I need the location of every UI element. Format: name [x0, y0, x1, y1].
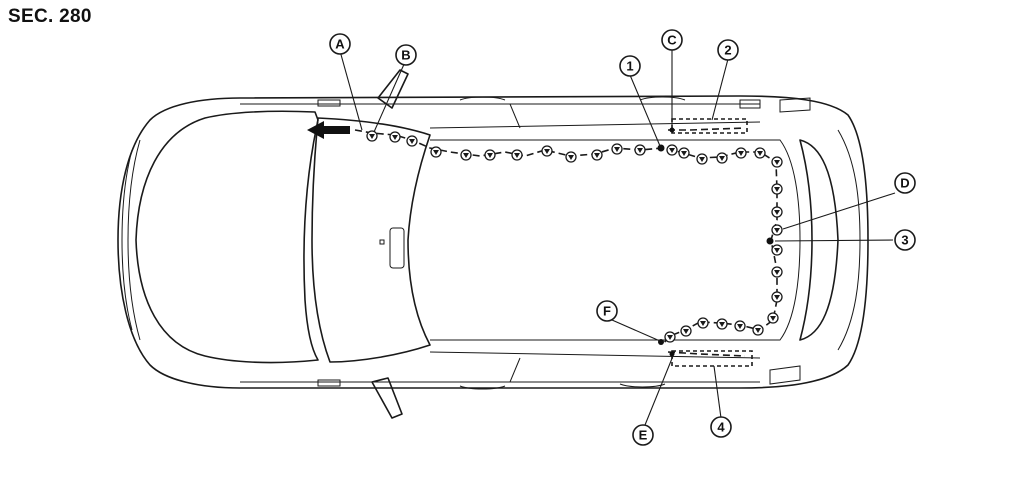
harness-clip-icon — [389, 131, 401, 143]
harness-clip-icon — [771, 266, 783, 278]
callout-e-label: E — [639, 428, 648, 443]
harness-clip-icon — [511, 149, 523, 161]
harness-clip-icon — [771, 206, 783, 218]
harness-clip-icon — [752, 324, 764, 336]
callout-2: 2 — [717, 39, 739, 61]
harness-clip-icon — [406, 135, 418, 147]
connector-point-1 — [657, 144, 665, 152]
component-2-box — [671, 118, 748, 134]
harness-clip-icon — [664, 331, 676, 343]
callout-4: 4 — [710, 416, 732, 438]
harness-clip-icon — [366, 130, 378, 142]
leader-lines — [339, 49, 896, 426]
callout-1: 1 — [619, 55, 641, 77]
callout-d: D — [894, 172, 916, 194]
callout-1-label: 1 — [626, 59, 633, 74]
callout-b-label: B — [401, 48, 410, 63]
callout-d-label: D — [900, 176, 909, 191]
connector-point-e — [669, 351, 675, 357]
callout-a: A — [329, 33, 351, 55]
harness-clip-icon — [430, 146, 442, 158]
harness-clip-icon — [735, 147, 747, 159]
callout-a-label: A — [335, 37, 345, 52]
callout-f-label: F — [603, 304, 611, 319]
connector-point-c — [669, 127, 675, 133]
callout-f: F — [596, 300, 618, 322]
callout-3-label: 3 — [901, 233, 908, 248]
callout-4-label: 4 — [717, 420, 725, 435]
connector-point-f — [658, 339, 664, 345]
callout-e: E — [632, 424, 654, 446]
harness-clip-icon — [460, 149, 472, 161]
harness-routing — [354, 127, 778, 357]
harness-clip-icon — [716, 152, 728, 164]
harness-clip-icon — [484, 149, 496, 161]
harness-clip-icon — [771, 244, 783, 256]
harness-clip-icon — [666, 144, 678, 156]
harness-clip-icon — [697, 317, 709, 329]
harness-clips — [366, 130, 783, 343]
vehicle-body — [117, 69, 869, 419]
harness-clip-icon — [771, 291, 783, 303]
harness-clip-icon — [696, 153, 708, 165]
section-title: SEC. 280 — [8, 6, 92, 27]
harness-clip-icon — [634, 144, 646, 156]
harness-clip-icon — [754, 147, 766, 159]
harness-clip-icon — [771, 156, 783, 168]
harness-clip-icon — [565, 151, 577, 163]
harness-clip-icon — [591, 149, 603, 161]
callout-c: C — [661, 29, 683, 51]
harness-clip-icon — [680, 325, 692, 337]
harness-clip-icon — [678, 147, 690, 159]
harness-clip-icon — [771, 183, 783, 195]
harness-clip-icon — [771, 224, 783, 236]
harness-clip-icon — [734, 320, 746, 332]
callout-b: B — [395, 44, 417, 66]
callout-2-label: 2 — [724, 43, 731, 58]
harness-clip-icon — [611, 143, 623, 155]
harness-clip-icon — [716, 318, 728, 330]
front-direction-arrow-icon — [307, 121, 350, 139]
callout-c-label: C — [667, 33, 677, 48]
harness-clip-icon — [541, 145, 553, 157]
callout-3: 3 — [894, 229, 916, 251]
harness-clip-icon — [767, 312, 779, 324]
connector-point-3 — [766, 237, 774, 245]
